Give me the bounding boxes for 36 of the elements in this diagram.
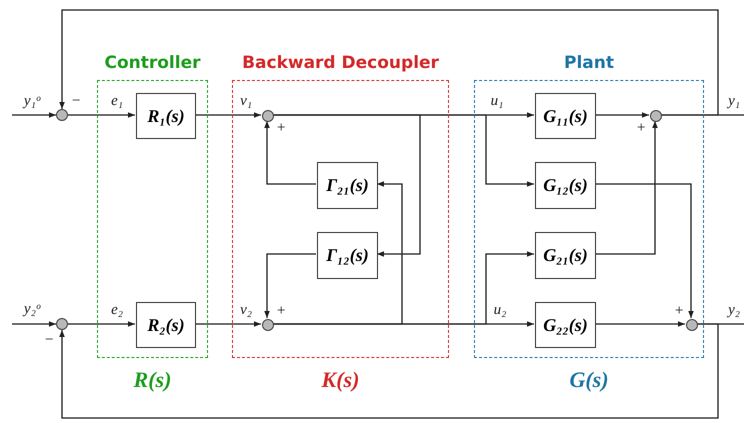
- transfer-function-block: G₂₂(s): [535, 302, 596, 348]
- signal-arrow: [59, 9, 719, 116]
- signal-arrow: [12, 321, 56, 327]
- summing-junction: [56, 109, 68, 121]
- transfer-function-block: G₂₁(s): [535, 232, 596, 279]
- transfer-function-block: G₁₂(s): [535, 162, 596, 209]
- signal-arrow: [595, 321, 685, 327]
- signal-arrow: [273, 114, 421, 257]
- summing-junction: [650, 110, 662, 122]
- summing-junction: [56, 318, 68, 330]
- transfer-function-block: R₂(s): [136, 302, 196, 348]
- signal-arrow: [264, 121, 316, 185]
- summing-junction: [686, 319, 698, 331]
- transfer-function-label: G(s): [568, 367, 610, 393]
- signal-arrow: [68, 321, 135, 327]
- transfer-function-block: G₁₁(s): [535, 93, 596, 139]
- signal-arrow: [195, 112, 261, 118]
- signal-arrow: [59, 323, 719, 419]
- signal-arrow: [273, 181, 403, 325]
- summing-junction: [262, 319, 274, 331]
- signal-arrow: [12, 112, 56, 118]
- signal-arrow: [68, 112, 135, 118]
- summing-junction: [262, 110, 274, 122]
- signal-arrow: [195, 321, 261, 327]
- signal-arrow: [595, 183, 694, 318]
- signal-arrow: [595, 121, 658, 255]
- transfer-function-block: Γ₁₂(s): [317, 232, 378, 279]
- signal-arrow: [595, 112, 649, 118]
- transfer-function-block: Γ₂₁(s): [317, 162, 378, 209]
- transfer-function-label: K(s): [320, 367, 360, 393]
- transfer-function-label: R(s): [132, 367, 172, 393]
- transfer-function-block: R₁(s): [136, 93, 196, 139]
- group-title: Backward Decoupler: [241, 53, 440, 73]
- signal-arrow: [264, 253, 316, 318]
- group-title: Controller: [103, 53, 202, 73]
- group-title: Plant: [563, 53, 615, 73]
